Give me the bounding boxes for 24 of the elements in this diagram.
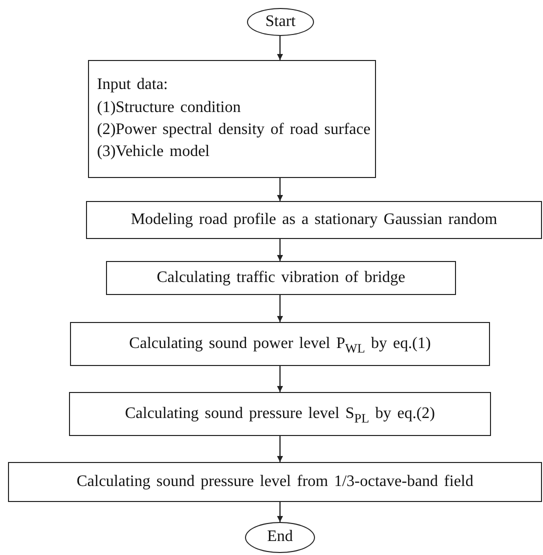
- box-text: Calculating sound power level P$_{WL}$ by eq.(1): [129, 334, 431, 356]
- arrow: [277, 295, 283, 322]
- process-box: [70, 322, 490, 366]
- box-text: Calculating traffic vibration of bridge: [156, 268, 406, 288]
- arrow: [277, 436, 283, 462]
- process-box: [86, 201, 542, 239]
- box-text: (1)Structure condition: [97, 98, 241, 118]
- arrow: [277, 178, 283, 201]
- box-text: End: [267, 527, 293, 548]
- box-text: Calculating sound pressure level S$_{PL}$ by eq.(2): [125, 404, 435, 426]
- arrow: [277, 502, 283, 522]
- box-text: (2)Power spectral density of road surface: [97, 120, 370, 140]
- box-text: Start: [265, 12, 296, 32]
- arrow: [277, 239, 283, 261]
- process-box: [88, 60, 376, 178]
- box-text: Modeling road profile as a stationary Gaussian random: [130, 210, 498, 230]
- process-box: [8, 462, 542, 502]
- box-text: Calculating sound pressure level from 1/3-octave-band field: [76, 472, 474, 492]
- box-text: (3)Vehicle model: [97, 142, 210, 162]
- box-heading: Input data:: [97, 75, 168, 96]
- process-box: [69, 392, 491, 436]
- process-box: [106, 261, 456, 295]
- arrow: [277, 36, 283, 60]
- arrow: [277, 366, 283, 392]
